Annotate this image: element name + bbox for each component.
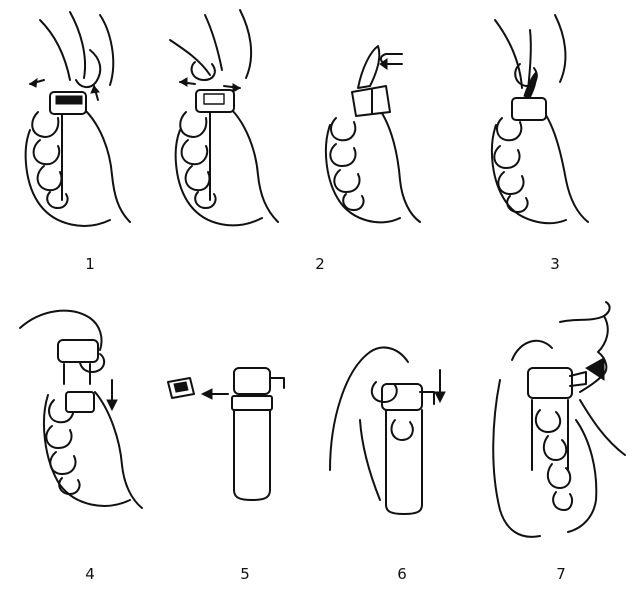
hand-holding-bottle bbox=[43, 391, 143, 509]
hand-holding-bottle bbox=[24, 109, 131, 227]
step-label-1: 1 bbox=[85, 255, 95, 273]
bottle-cap bbox=[351, 85, 391, 117]
step-2-illustration bbox=[169, 9, 279, 227]
step-label-5: 5 bbox=[240, 565, 250, 583]
upper-hand bbox=[39, 11, 115, 88]
step-label-7: 7 bbox=[556, 565, 566, 583]
hand-holding-bottle bbox=[492, 339, 598, 538]
step-6-illustration bbox=[167, 367, 285, 501]
step-3-illustration bbox=[324, 45, 421, 224]
hand-holding-bottle bbox=[324, 109, 421, 224]
bottle bbox=[231, 367, 285, 501]
motion-arrow-left bbox=[29, 77, 45, 88]
face-profile bbox=[559, 301, 626, 456]
step-8-illustration bbox=[492, 301, 626, 538]
motion-arrow-down bbox=[434, 369, 446, 404]
upper-hand bbox=[169, 9, 253, 81]
bottle bbox=[527, 367, 587, 471]
removed-cap bbox=[167, 377, 195, 399]
step-label-2: 2 bbox=[315, 255, 325, 273]
step-7-illustration bbox=[329, 346, 446, 515]
hand-pressing-pump bbox=[329, 346, 414, 501]
upper-hand bbox=[494, 14, 567, 91]
bottle-cap bbox=[195, 89, 235, 113]
motion-arrow-right bbox=[223, 83, 242, 93]
motion-arrow-up bbox=[90, 85, 100, 101]
hand-holding-bottle bbox=[490, 111, 589, 225]
step-1-illustration bbox=[24, 11, 131, 227]
motion-arrow-down bbox=[106, 379, 118, 412]
peeled-seal bbox=[357, 45, 381, 89]
torn-strip bbox=[523, 71, 537, 99]
step-label-6: 6 bbox=[397, 565, 407, 583]
bottle bbox=[381, 383, 435, 515]
step-label-4: 4 bbox=[85, 565, 95, 583]
step-label-3: 3 bbox=[550, 255, 560, 273]
spray-mist bbox=[585, 357, 605, 381]
motion-arrow-left bbox=[178, 77, 196, 87]
step-5-illustration bbox=[19, 309, 143, 509]
pump-head bbox=[57, 339, 99, 385]
motion-arrow-hook bbox=[379, 53, 403, 70]
motion-arrow-left bbox=[200, 388, 229, 400]
bottle-cap bbox=[511, 97, 547, 121]
step-4-illustration bbox=[490, 14, 589, 225]
hand-holding-bottle bbox=[174, 109, 279, 227]
bottle-cap bbox=[49, 91, 87, 115]
